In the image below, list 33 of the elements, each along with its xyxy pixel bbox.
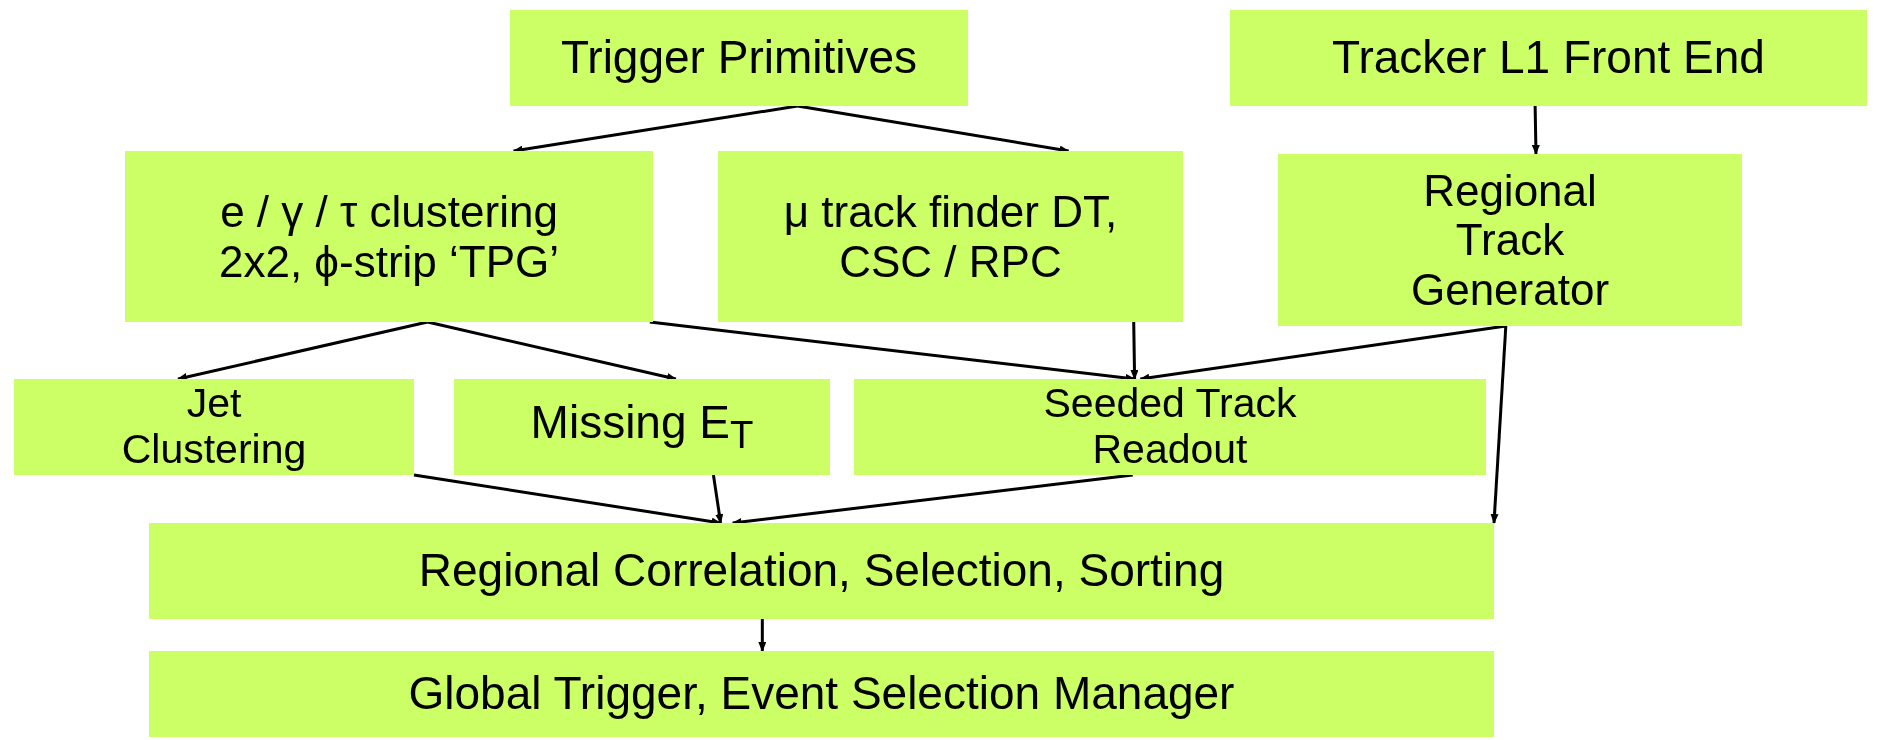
arrow [1531,105,1540,155]
box-label: e / γ / τ clustering 2x2, ϕ-strip ‘TPG’ [217,187,560,286]
arrow [512,104,798,154]
box-label: Trigger Primitives [560,32,918,84]
arrow [711,474,724,524]
process-box [1230,10,1867,106]
arrow [1139,324,1507,382]
box-label: Missing E$_{T}$ [530,396,754,458]
box-label: Seeded Track Readout [1042,381,1298,473]
box-label: Global Trigger, Event Selection Manager [408,668,1235,720]
process-box [854,379,1486,475]
arrow [731,473,1133,526]
box-label: μ track finder DT, CSC / RPC [782,187,1119,286]
process-box [510,10,968,106]
arrow [1130,321,1139,380]
box-label: Jet Clustering [120,381,308,473]
arrow [413,473,722,526]
process-box [14,379,414,475]
arrow [427,320,677,381]
box-label: Regional Track Generator [1409,166,1611,314]
process-box [149,651,1494,737]
arrow [1490,325,1508,524]
box-label: Tracker L1 Front End [1332,32,1765,84]
arrow [649,320,1136,382]
arrow [177,320,428,381]
process-box [718,151,1183,322]
process-box [454,379,830,475]
process-box [149,523,1494,619]
process-box [125,151,653,322]
arrow [758,619,767,652]
box-label: Regional Correlation, Selection, Sorting [418,545,1225,597]
process-box [1278,154,1742,326]
arrow [797,104,1070,154]
